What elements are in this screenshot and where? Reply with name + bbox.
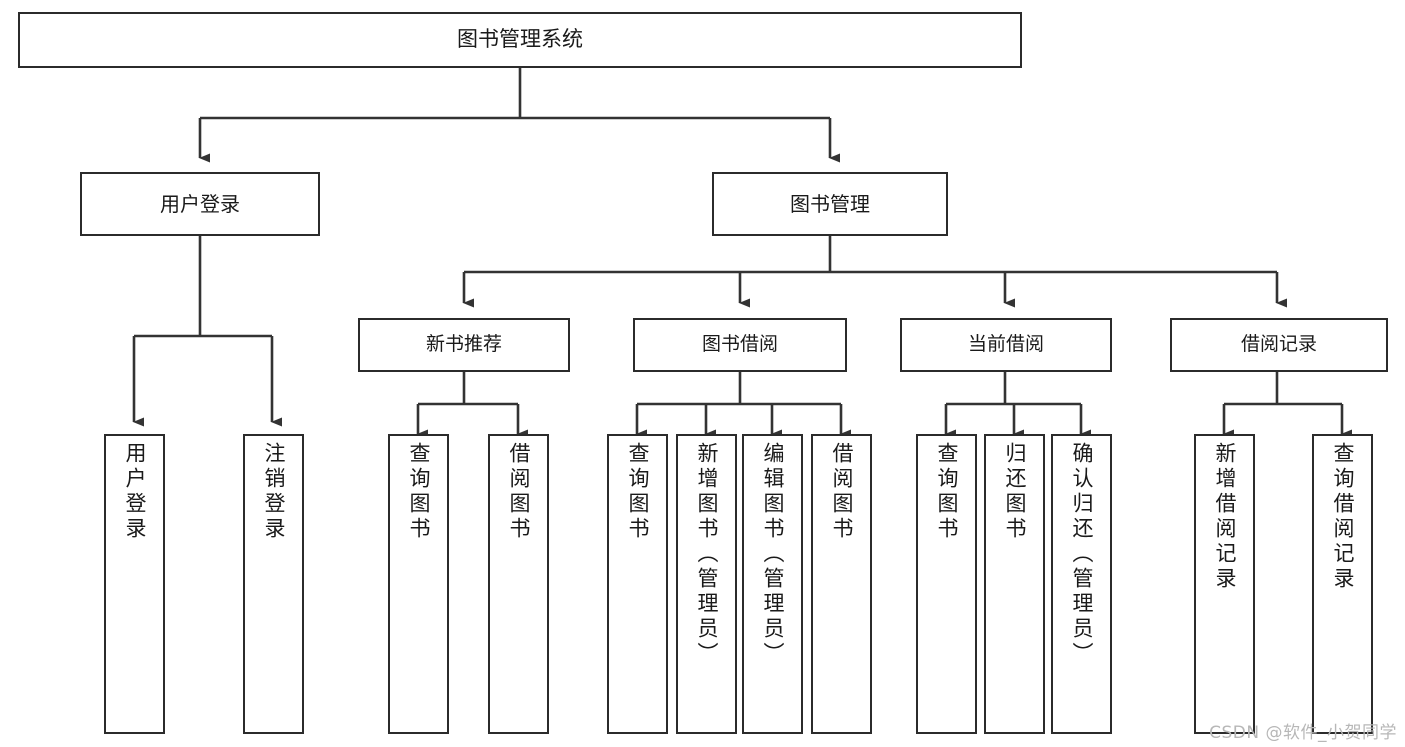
node-leaf-book-borrow-edit-label: 编辑图书（管理员） bbox=[761, 442, 785, 667]
node-book-manage[interactable]: 图书管理 bbox=[712, 172, 948, 236]
node-current-borrow[interactable]: 当前借阅 bbox=[900, 318, 1112, 372]
node-current-borrow-label: 当前借阅 bbox=[967, 333, 1044, 356]
node-user-login[interactable]: 用户登录 bbox=[80, 172, 320, 236]
node-leaf-book-borrow-borrow[interactable]: 借阅图书 bbox=[811, 434, 872, 734]
node-leaf-borrow-record-add[interactable]: 新增借阅记录 bbox=[1194, 434, 1255, 734]
node-leaf-current-borrow-return[interactable]: 归还图书 bbox=[984, 434, 1045, 734]
node-root-system[interactable]: 图书管理系统 bbox=[18, 12, 1022, 68]
node-book-borrow-label: 图书借阅 bbox=[701, 333, 778, 356]
node-leaf-current-borrow-query-label: 查询图书 bbox=[935, 442, 959, 542]
node-leaf-user-login-login[interactable]: 用户登录 bbox=[104, 434, 165, 734]
node-leaf-current-borrow-query[interactable]: 查询图书 bbox=[916, 434, 977, 734]
watermark-text: CSDN @软件_小贺同学 bbox=[1209, 723, 1397, 743]
node-leaf-book-borrow-borrow-label: 借阅图书 bbox=[830, 442, 854, 542]
node-borrow-record[interactable]: 借阅记录 bbox=[1170, 318, 1388, 372]
node-book-borrow[interactable]: 图书借阅 bbox=[633, 318, 847, 372]
node-leaf-book-borrow-edit[interactable]: 编辑图书（管理员） bbox=[742, 434, 803, 734]
node-book-manage-label: 图书管理 bbox=[790, 191, 870, 216]
node-new-book-recommend[interactable]: 新书推荐 bbox=[358, 318, 570, 372]
node-leaf-borrow-record-add-label: 新增借阅记录 bbox=[1213, 442, 1237, 592]
node-leaf-current-borrow-confirm[interactable]: 确认归还（管理员） bbox=[1051, 434, 1112, 734]
node-root-system-label: 图书管理系统 bbox=[457, 27, 583, 52]
node-leaf-new-book-borrow[interactable]: 借阅图书 bbox=[488, 434, 549, 734]
node-leaf-new-book-borrow-label: 借阅图书 bbox=[507, 442, 531, 542]
node-leaf-book-borrow-query-label: 查询图书 bbox=[626, 442, 650, 542]
node-leaf-user-login-logout[interactable]: 注销登录 bbox=[243, 434, 304, 734]
node-user-login-label: 用户登录 bbox=[160, 191, 240, 216]
node-leaf-book-borrow-add-label: 新增图书（管理员） bbox=[695, 442, 719, 667]
node-leaf-book-borrow-query[interactable]: 查询图书 bbox=[607, 434, 668, 734]
node-new-book-recommend-label: 新书推荐 bbox=[425, 333, 502, 356]
node-leaf-book-borrow-add[interactable]: 新增图书（管理员） bbox=[676, 434, 737, 734]
node-leaf-user-login-logout-label: 注销登录 bbox=[262, 442, 286, 542]
node-leaf-borrow-record-query[interactable]: 查询借阅记录 bbox=[1312, 434, 1373, 734]
node-leaf-new-book-query[interactable]: 查询图书 bbox=[388, 434, 449, 734]
node-leaf-current-borrow-confirm-label: 确认归还（管理员） bbox=[1070, 442, 1094, 667]
node-leaf-borrow-record-query-label: 查询借阅记录 bbox=[1331, 442, 1355, 592]
node-leaf-new-book-query-label: 查询图书 bbox=[407, 442, 431, 542]
node-borrow-record-label: 借阅记录 bbox=[1240, 333, 1317, 356]
node-leaf-user-login-login-label: 用户登录 bbox=[123, 442, 147, 542]
node-leaf-current-borrow-return-label: 归还图书 bbox=[1003, 442, 1027, 542]
